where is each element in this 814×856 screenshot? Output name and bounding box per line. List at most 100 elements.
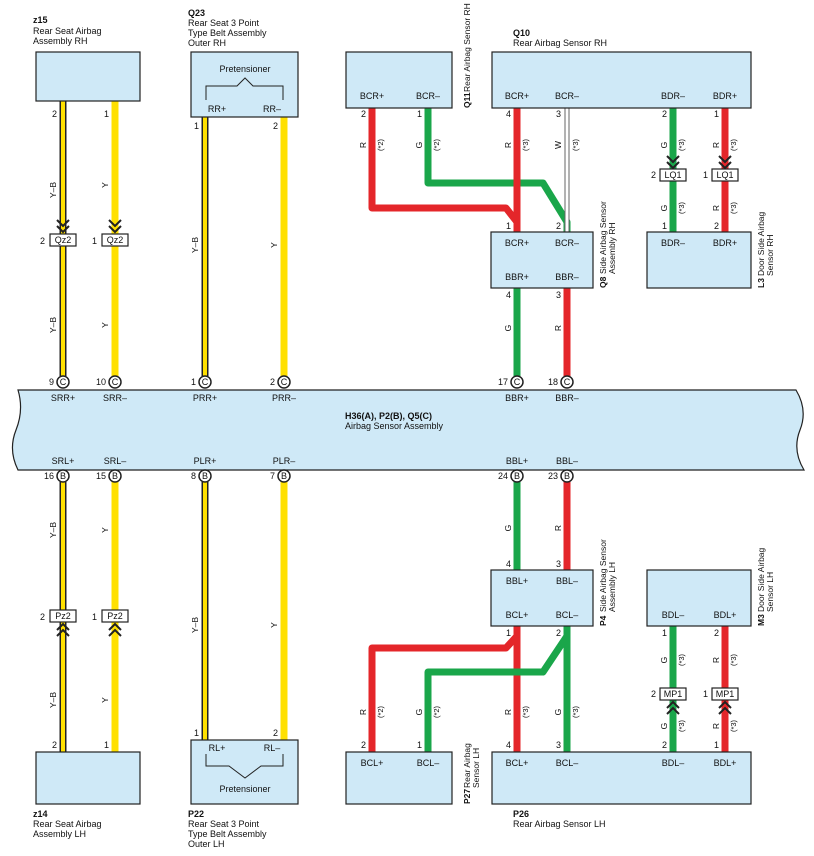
svg-text:2: 2 — [556, 628, 561, 638]
svg-text:2: 2 — [714, 628, 719, 638]
p22-name2: Type Belt Assembly — [188, 829, 267, 839]
svg-text:1: 1 — [194, 121, 199, 131]
svg-text:Y–B: Y–B — [48, 317, 58, 333]
svg-text:Y–B: Y–B — [190, 617, 200, 633]
svg-text:Y: Y — [100, 697, 110, 703]
p22-id: P22 — [188, 809, 204, 819]
l3-pin-label: BDR+ — [713, 238, 737, 248]
svg-text:G: G — [659, 205, 669, 212]
z15-name: Rear Seat Airbag — [33, 26, 102, 36]
connector-pz2: Pz2 Pz2 — [49, 609, 129, 637]
svg-text:(*3): (*3) — [729, 719, 738, 732]
z14-name: Rear Seat Airbag — [33, 819, 102, 829]
svg-text:Y–B: Y–B — [48, 182, 58, 198]
svg-text:G: G — [659, 142, 669, 149]
svg-text:G: G — [659, 723, 669, 730]
svg-text:C: C — [514, 377, 521, 387]
svg-text:1: 1 — [92, 236, 97, 246]
svg-text:MP1: MP1 — [664, 689, 683, 699]
svg-text:C: C — [281, 377, 288, 387]
svg-text:(*3): (*3) — [521, 705, 530, 718]
main-id: H36(A), P2(B), Q5(C) — [345, 411, 432, 421]
component-z14 — [35, 751, 141, 805]
component-q10 — [491, 51, 752, 109]
svg-text:(*3): (*3) — [729, 201, 738, 214]
svg-text:Assembly RH: Assembly RH — [607, 223, 617, 274]
svg-text:Door Side Airbag: Door Side Airbag — [756, 547, 766, 612]
svg-text:8: 8 — [191, 471, 196, 481]
svg-text:G: G — [659, 657, 669, 664]
svg-text:Sensor RH: Sensor RH — [765, 234, 775, 276]
svg-text:(*3): (*3) — [677, 138, 686, 151]
svg-text:B: B — [514, 471, 520, 481]
svg-text:(*3): (*3) — [521, 138, 530, 151]
svg-text:G: G — [414, 142, 424, 149]
svg-text:LQ1: LQ1 — [664, 170, 681, 180]
svg-text:Side Airbag Sensor: Side Airbag Sensor — [598, 539, 608, 612]
svg-text:1: 1 — [662, 628, 667, 638]
svg-text:1: 1 — [506, 221, 511, 231]
svg-text:1: 1 — [703, 170, 708, 180]
svg-text:P4: P4 — [598, 615, 608, 626]
svg-text:G: G — [503, 525, 513, 532]
svg-text:(*3): (*3) — [571, 138, 580, 151]
svg-text:P27: P27 — [462, 789, 472, 804]
q23-pin-label: RR– — [263, 104, 281, 114]
wire-color-labels: Y–B Y Y–B Y Y–B Y R (*2) G (*2) R (*3) W… — [48, 138, 738, 732]
main-bottom-terminals: B B B B B B 16 15 8 7 24 23 — [44, 469, 574, 483]
svg-text:1: 1 — [714, 740, 719, 750]
component-p27 — [345, 751, 453, 805]
q10-id: Q10 — [513, 28, 530, 38]
component-z15 — [35, 51, 141, 102]
svg-text:R: R — [503, 142, 513, 148]
p4-pin-label: BCL– — [556, 610, 579, 620]
svg-text:2: 2 — [361, 740, 366, 750]
svg-text:2: 2 — [361, 109, 366, 119]
p26-id: P26 — [513, 809, 529, 819]
svg-text:1: 1 — [662, 221, 667, 231]
svg-text:1: 1 — [194, 728, 199, 738]
l3-title: L3 Door Side Airbag Sensor RH — [756, 211, 775, 288]
main-pin-label: SRR+ — [51, 393, 75, 403]
component-p26 — [491, 751, 752, 805]
component-q11 — [345, 51, 453, 109]
wire-q11-bcr-minus — [424, 108, 571, 232]
svg-text:16: 16 — [44, 471, 54, 481]
svg-text:Y: Y — [100, 322, 110, 328]
svg-text:1: 1 — [703, 689, 708, 699]
svg-text:Sensor LH: Sensor LH — [765, 572, 775, 612]
svg-text:B: B — [281, 471, 287, 481]
svg-text:1: 1 — [506, 628, 511, 638]
svg-text:4: 4 — [506, 109, 511, 119]
svg-text:MP1: MP1 — [716, 689, 735, 699]
svg-text:Y–B: Y–B — [48, 522, 58, 538]
svg-text:R: R — [711, 657, 721, 663]
svg-text:Y: Y — [100, 182, 110, 188]
svg-text:(*2): (*2) — [432, 138, 441, 151]
svg-text:3: 3 — [556, 559, 561, 569]
component-airbag-sensor-assembly — [11, 389, 806, 471]
svg-text:3: 3 — [556, 109, 561, 119]
svg-text:Q8: Q8 — [598, 276, 608, 288]
main-pin-label: PLR– — [273, 456, 296, 466]
svg-text:Door Side Airbag: Door Side Airbag — [756, 211, 766, 276]
svg-text:Rear Airbag Sensor RH: Rear Airbag Sensor RH — [462, 3, 472, 92]
m3-pin-label: BDL– — [662, 610, 685, 620]
q10-pin-label: BCR– — [555, 91, 579, 101]
svg-text:Y: Y — [269, 242, 279, 248]
svg-text:Q11: Q11 — [462, 92, 472, 108]
q23-name3: Outer RH — [188, 38, 226, 48]
svg-text:2: 2 — [270, 377, 275, 387]
q23-pretensioner: Pretensioner — [219, 64, 270, 74]
svg-text:LQ1: LQ1 — [716, 170, 733, 180]
svg-text:B: B — [564, 471, 570, 481]
svg-text:(*3): (*3) — [677, 719, 686, 732]
svg-text:G: G — [414, 709, 424, 716]
svg-text:Qz2: Qz2 — [55, 235, 72, 245]
svg-text:Y–B: Y–B — [190, 237, 200, 253]
component-q23 — [190, 51, 299, 118]
main-pin-label: SRL+ — [52, 456, 75, 466]
svg-text:17: 17 — [498, 377, 508, 387]
svg-text:9: 9 — [49, 377, 54, 387]
